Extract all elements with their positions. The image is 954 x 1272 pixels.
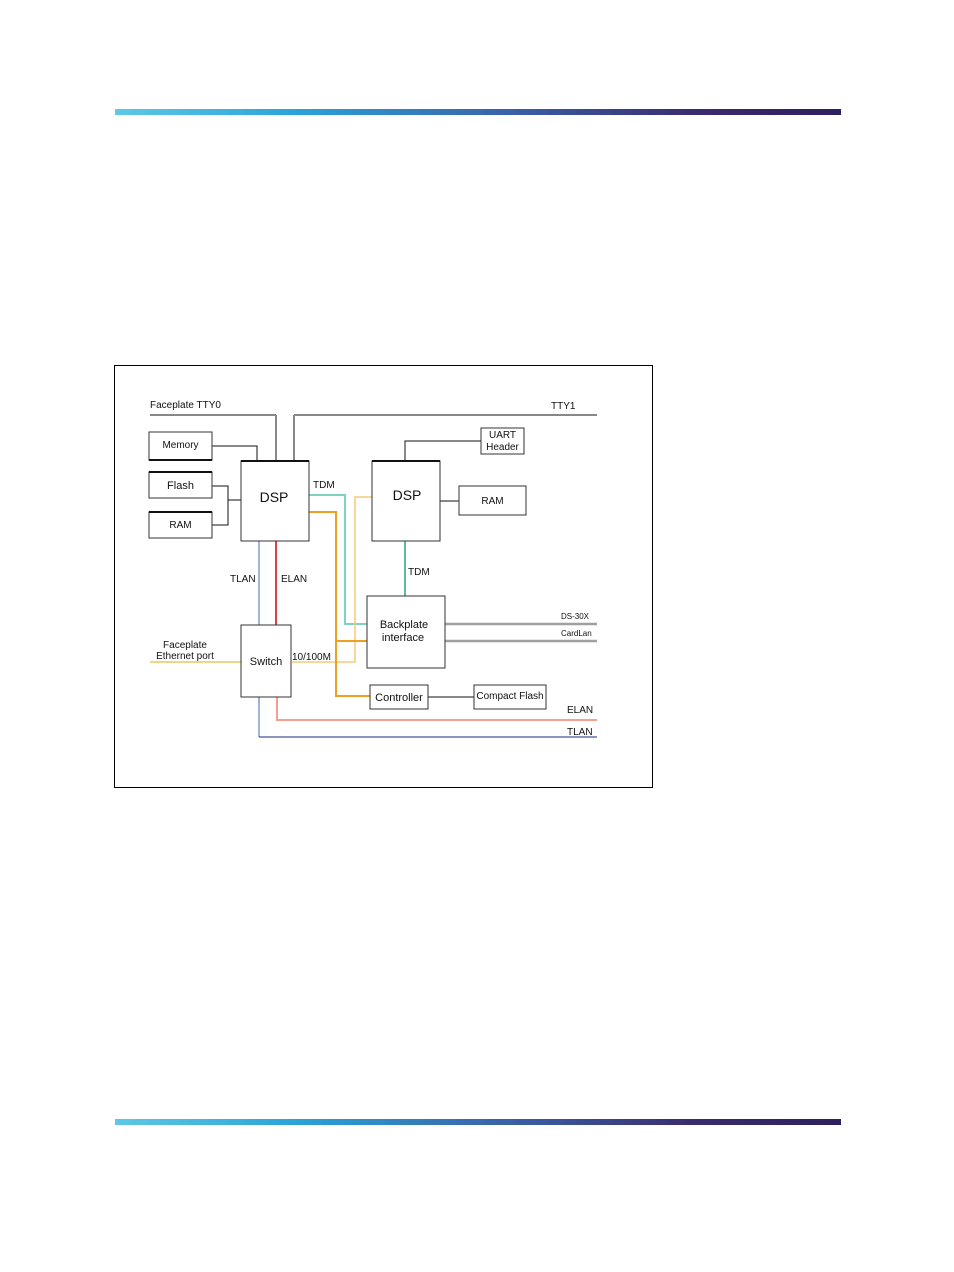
tdm-left-wire bbox=[309, 495, 367, 624]
compact-flash-label: Compact Flash bbox=[476, 691, 543, 702]
flash-label: Flash bbox=[167, 480, 194, 492]
uart-label-line2: Header bbox=[486, 442, 519, 453]
elan-bus-line bbox=[277, 697, 597, 720]
uart-label-line1: UART bbox=[489, 430, 516, 441]
ram-right-label: RAM bbox=[481, 496, 503, 507]
backplate-label-line1: Backplate bbox=[380, 619, 428, 631]
elan-label: ELAN bbox=[281, 574, 307, 585]
tlan-bus-label: TLAN bbox=[567, 727, 593, 738]
tlan-label: TLAN bbox=[230, 574, 256, 585]
tdm-mid-label: TDM bbox=[408, 567, 430, 578]
elan-bus-label: ELAN bbox=[567, 705, 593, 716]
memory-wire bbox=[212, 446, 257, 461]
flash-wire bbox=[212, 486, 228, 525]
controller-label: Controller bbox=[375, 692, 423, 704]
cardlan-label: CardLan bbox=[561, 629, 592, 638]
dsp-left-label: DSP bbox=[260, 489, 289, 505]
orange-wire bbox=[309, 512, 370, 696]
tdm-top-label: TDM bbox=[313, 480, 335, 491]
tty1-label: TTY1 bbox=[551, 401, 576, 412]
memory-label: Memory bbox=[162, 440, 198, 451]
switch-label: Switch bbox=[250, 656, 282, 668]
speed-label: 10/100M bbox=[292, 652, 331, 663]
uart-wire bbox=[405, 441, 481, 461]
ram-left-label: RAM bbox=[169, 520, 191, 531]
backplate-label-line2: interface bbox=[382, 632, 424, 644]
faceplate-tty0-label: Faceplate TTY0 bbox=[150, 400, 221, 411]
ds-link-label: DS-30X bbox=[561, 612, 590, 621]
faceplate-eth-label-line1: Faceplate bbox=[163, 640, 207, 651]
faceplate-eth-label-line2: Ethernet port bbox=[156, 651, 214, 662]
bottom-rule-bar bbox=[115, 1119, 841, 1125]
dsp-right-label: DSP bbox=[393, 487, 422, 503]
